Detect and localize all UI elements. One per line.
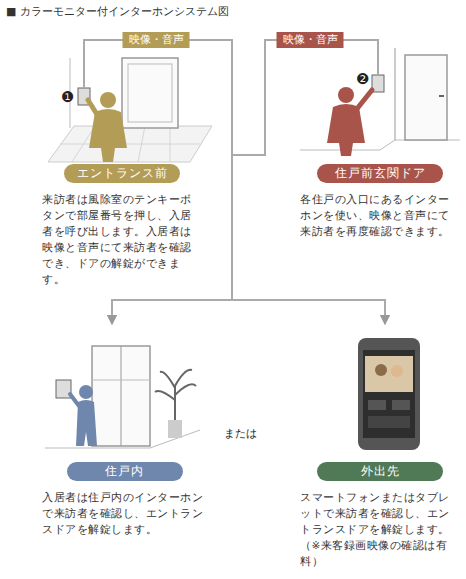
node-description: 入居者は住戸内のインターホンで来訪者を確認し、エントランスドアを解錠します。 <box>42 489 207 537</box>
edge-label: 映像・音声 <box>123 32 190 48</box>
node-heading: 住戸前玄関ドア <box>317 164 443 183</box>
door-handle <box>439 95 444 97</box>
node-description: スマートフォンまたはタブレットで来訪者を確認し、エントランスドアを解錠します。（… <box>300 489 460 569</box>
in-unit-illustration <box>45 346 200 448</box>
smartphone-body <box>358 338 420 450</box>
visitor-face <box>391 365 403 377</box>
system-node: 住戸前玄関ドア各住戸の入口にあるインターホンを使い、映像と音声にて来訪者を再度確… <box>300 75 460 239</box>
smartphone-screen <box>363 350 415 438</box>
resident-figure <box>79 385 93 399</box>
visitor-figure <box>338 87 354 103</box>
node-description: 各住戸の入口にあるインターホンを使い、映像と音声にて来訪者を再度確認できます。 <box>300 191 460 239</box>
screen-button <box>392 400 410 410</box>
floor-tiles <box>48 126 212 162</box>
plant-pot <box>168 420 182 438</box>
node-description: 来訪者は風除室のテンキーボタンで部屋番号を押し、入居者を呼び出します。入居者は映… <box>42 191 202 287</box>
screen-button <box>368 400 386 410</box>
unit-door <box>405 55 447 140</box>
smartphone-illustration <box>358 338 420 450</box>
edge-label: 映像・音声 <box>277 32 344 48</box>
unit-door-illustration <box>300 48 460 156</box>
note-text: または <box>224 426 257 441</box>
visitor-arm <box>356 90 372 110</box>
visitor-face <box>375 364 387 376</box>
system-node: 住戸内入居者は住戸内のインターホンで来訪者を確認し、エントランスドアを解錠します… <box>42 325 207 537</box>
system-node: 外出先スマートフォンまたはタブレットで来訪者を確認し、エントランスドアを解錠しま… <box>300 325 460 569</box>
door-glass <box>128 64 172 122</box>
node-heading: エントランス前 <box>64 164 180 183</box>
callout-number: ❶ <box>61 88 74 106</box>
tile-line <box>60 144 200 145</box>
window-mullion <box>92 380 150 381</box>
node-heading: 外出先 <box>317 462 443 481</box>
system-node: エントランス前来訪者は風除室のテンキーボタンで部屋番号を押し、入居者を呼び出しま… <box>42 88 202 287</box>
visitor-figure <box>100 92 116 108</box>
visitor-figure <box>89 109 127 162</box>
diagram-title: ■ カラーモニター付インターホンシステム図 <box>6 4 229 19</box>
plant <box>155 370 196 420</box>
screen-button <box>368 416 410 428</box>
visitor-arm <box>88 100 98 116</box>
window-door <box>92 346 150 446</box>
entrance-illustration <box>48 58 212 162</box>
node-heading: 住戸内 <box>67 462 183 481</box>
resident-arm <box>70 394 79 406</box>
floor-line <box>300 140 460 150</box>
callout-number: ❷ <box>356 70 369 88</box>
wall-edge <box>395 48 396 140</box>
window-mullion <box>121 346 122 446</box>
visitor-figure <box>327 104 365 156</box>
camera-image <box>365 356 413 392</box>
entrance-door <box>122 58 178 128</box>
